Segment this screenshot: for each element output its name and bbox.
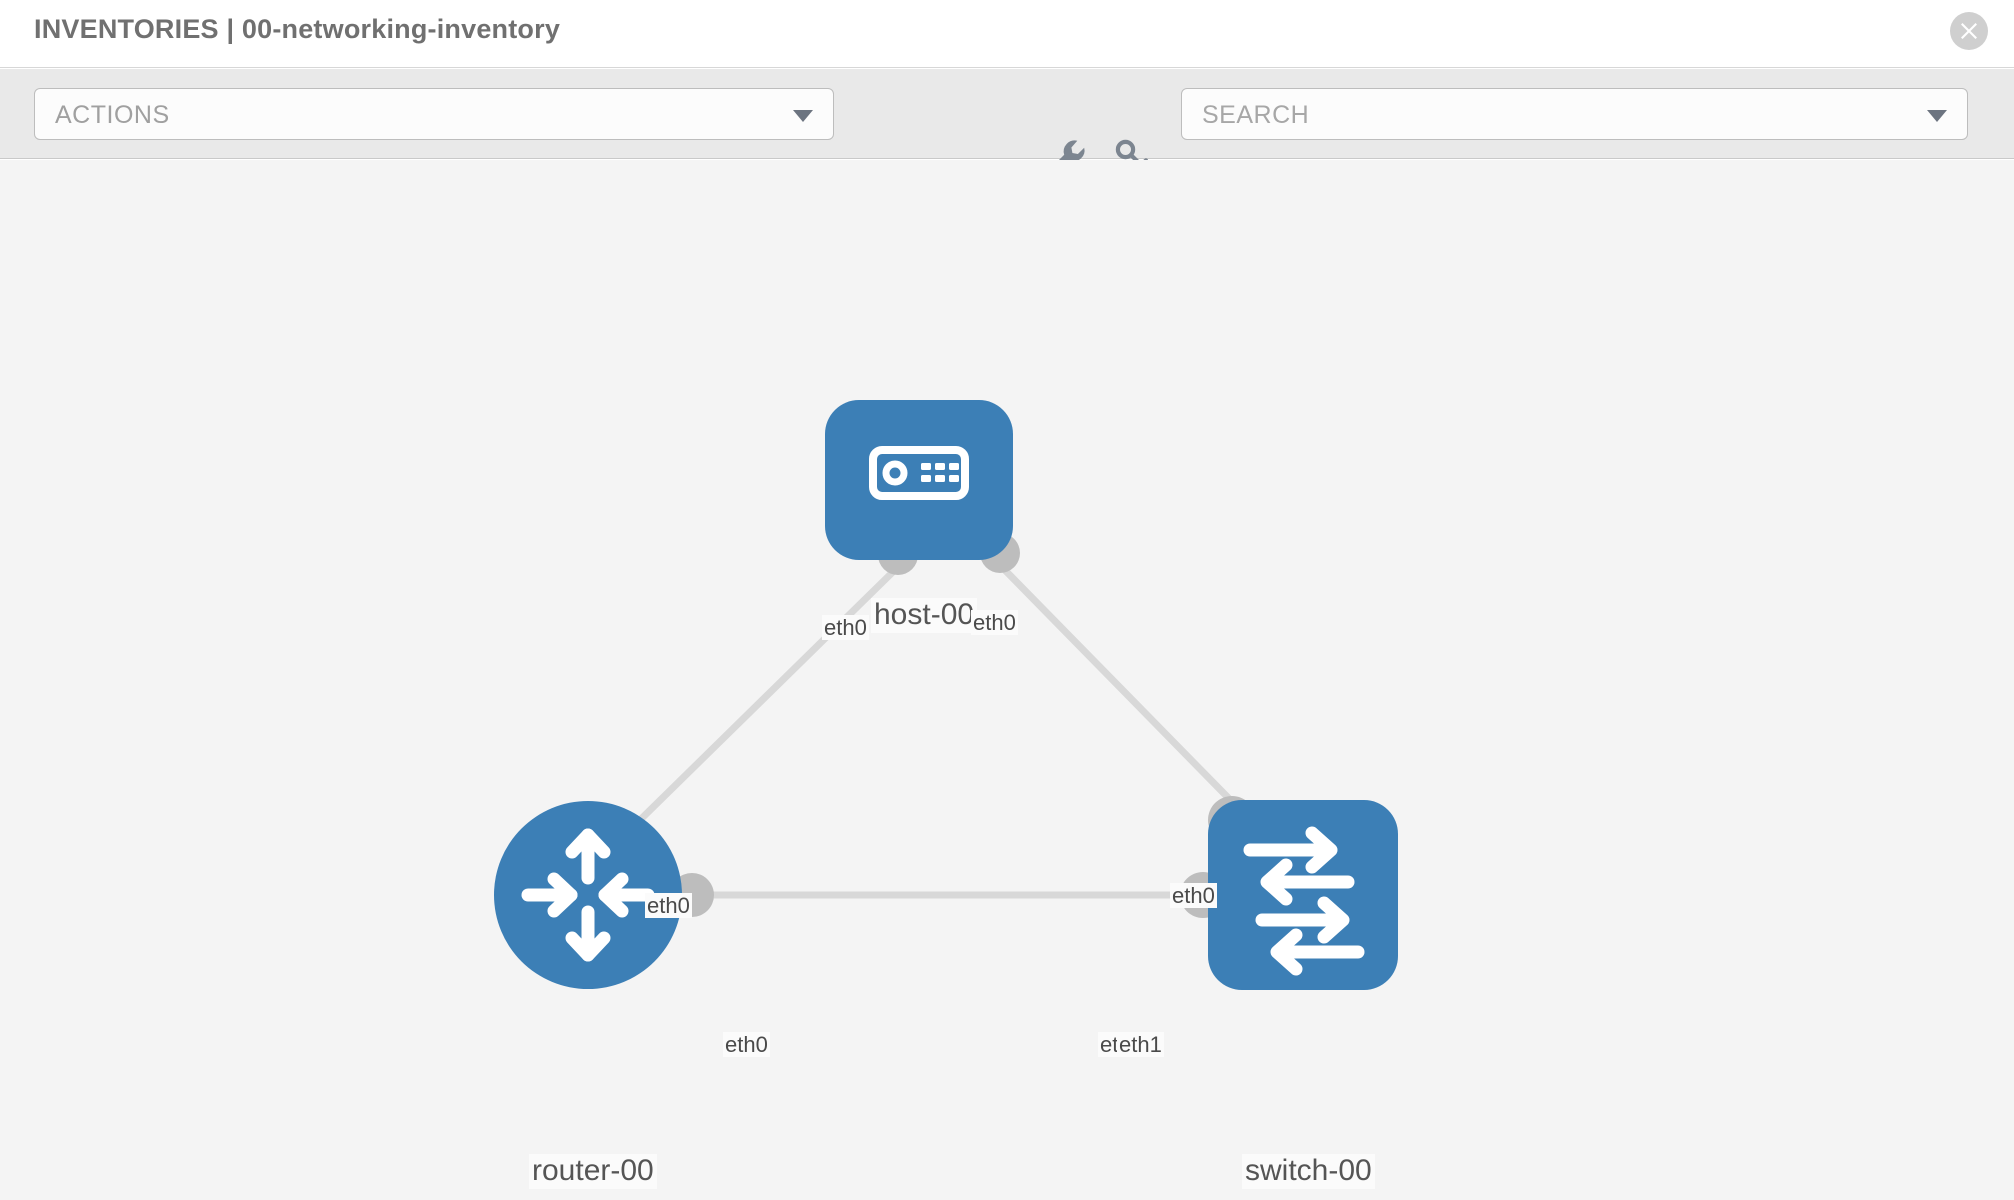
node-router-00[interactable] bbox=[494, 801, 682, 989]
edge-label-host-eth0-left: eth0 bbox=[822, 615, 869, 641]
edge-label-host-eth0-right: eth0 bbox=[971, 610, 1018, 636]
search-placeholder: SEARCH bbox=[1202, 101, 1310, 129]
link-host-router bbox=[636, 556, 909, 824]
link-host-switch bbox=[991, 556, 1254, 824]
edge-label-switch-uplink-eth0: eth0 bbox=[1170, 883, 1217, 909]
close-icon[interactable] bbox=[1950, 12, 1988, 50]
page-header: INVENTORIES | 00-networking-inventory bbox=[0, 0, 2014, 68]
node-label-router-00: router-00 bbox=[529, 1154, 657, 1189]
edge-label-switch-eth1: eth1 bbox=[1117, 1032, 1164, 1058]
edge-label-router-eth0: eth0 bbox=[723, 1032, 770, 1058]
topology-graph bbox=[494, 400, 1398, 990]
chevron-down-icon[interactable] bbox=[1927, 110, 1947, 122]
edge-label-router-uplink-eth0: eth0 bbox=[645, 893, 692, 919]
actions-dropdown-label: ACTIONS bbox=[55, 101, 170, 129]
chevron-down-icon bbox=[793, 110, 813, 122]
node-host-00[interactable] bbox=[825, 400, 1013, 560]
page-title: INVENTORIES | 00-networking-inventory bbox=[34, 14, 561, 44]
toolbar: ACTIONS SEARCH bbox=[0, 69, 2014, 175]
node-label-switch-00: switch-00 bbox=[1242, 1154, 1375, 1189]
search-input[interactable]: SEARCH bbox=[1181, 88, 1968, 140]
actions-dropdown[interactable]: ACTIONS bbox=[34, 88, 834, 140]
topology-canvas[interactable]: host-00 router-00 switch-00 eth0 eth0 et… bbox=[0, 160, 2014, 1200]
node-label-host-00: host-00 bbox=[871, 598, 978, 633]
node-switch-00[interactable] bbox=[1208, 800, 1398, 990]
